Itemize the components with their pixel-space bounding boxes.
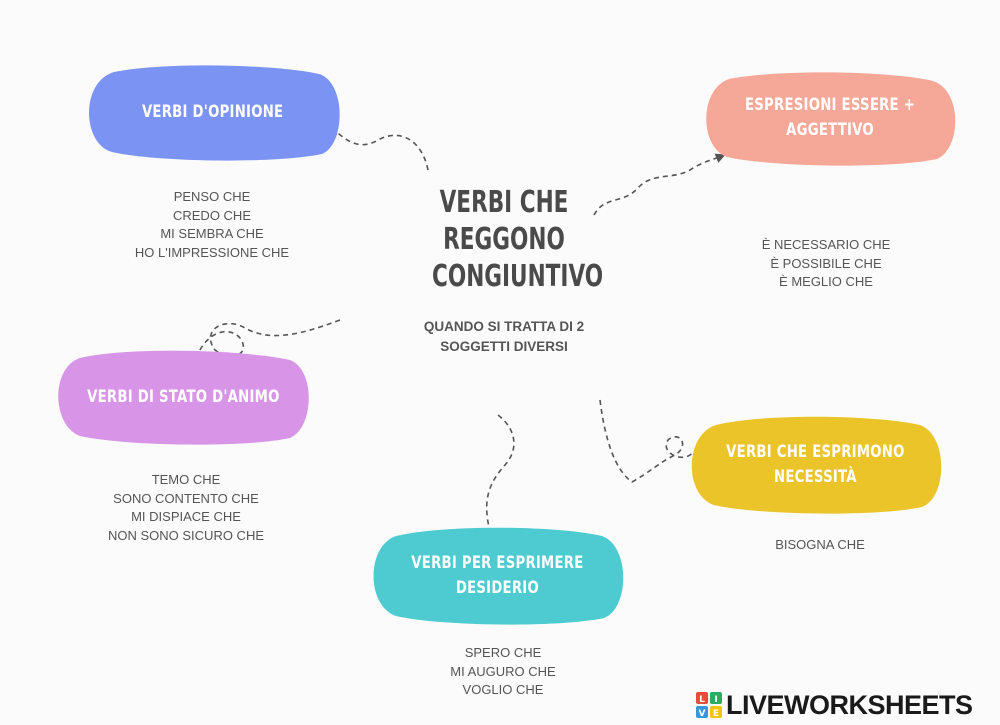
node-label-line: VERBI CHE ESPRIMONO (725, 442, 905, 462)
node-label: ESPRESIONI ESSERE + AGGETTIVO (745, 93, 915, 143)
center-subtitle: QUANDO SI TRATTA DI 2 SOGGETTI DIVERSI (394, 317, 614, 357)
node-label-line: NECESSITÀ (773, 467, 857, 487)
connector-necessita (599, 399, 726, 483)
center-subtitle-line: SOGGETTI DIVERSI (440, 339, 568, 354)
example-item: TEMO CHE (151, 472, 221, 487)
node-label-line: VERBI D'OPINIONE (142, 102, 284, 122)
node-label: VERBI DI STATO D'ANIMO (87, 385, 279, 410)
example-item: HO L'IMPRESSIONE CHE (134, 244, 290, 260)
example-item: SPERO CHE (464, 645, 542, 660)
blob-shape (373, 527, 624, 625)
svg-text:V: V (699, 709, 706, 718)
node-label-line: AGGETTIVO (786, 120, 874, 140)
node-label: VERBI CHE ESPRIMONO NECESSITÀ (726, 440, 904, 490)
svg-text:I: I (714, 695, 717, 705)
examples-desiderio: SPERO CHE MI AUGURO CHE VOGLIO CHE (403, 644, 603, 700)
node-label-line: VERBI PER ESPRIMERE (410, 553, 584, 573)
center-subtitle-line: QUANDO SI TRATTA DI 2 (423, 319, 585, 334)
center-title-line: CONGIUNTIVO (432, 259, 604, 294)
liveworksheets-logo: L I V E LIVEWORKSHEETS (696, 690, 973, 720)
node-label-line: DESIDERIO (455, 578, 539, 598)
node-label: VERBI D'OPINIONE (142, 100, 283, 125)
node-label: VERBI PER ESPRIMERE DESIDERIO (411, 551, 583, 601)
svg-text:E: E (713, 709, 719, 718)
center-title-line: REGGONO (443, 222, 565, 257)
examples-stato-animo: TEMO CHE SONO CONTENTO CHE MI DISPIACE C… (86, 471, 286, 545)
blob-shape (89, 65, 340, 161)
node-label-line: VERBI DI STATO D'ANIMO (86, 386, 280, 407)
example-item: MI AUGURO CHE (450, 663, 556, 679)
example-item: È NECESSARIO CHE (761, 237, 891, 252)
examples-essere-aggettivo: È NECESSARIO CHE È POSSIBILE CHE È MEGLI… (726, 236, 926, 292)
svg-text:L: L (699, 695, 705, 705)
example-item: È POSSIBILE CHE (770, 255, 882, 271)
node-opinione: VERBI D'OPINIONE (84, 64, 342, 161)
node-desiderio: VERBI PER ESPRIMERE DESIDERIO (368, 526, 626, 626)
node-essere-aggettivo: ESPRESIONI ESSERE + AGGETTIVO (701, 71, 959, 166)
example-item: CREDO CHE (172, 207, 251, 223)
node-stato-animo: VERBI DI STATO D'ANIMO (54, 348, 312, 446)
example-item: È MEGLIO CHE (779, 274, 873, 289)
example-item: SONO CONTENTO CHE (113, 490, 259, 506)
blob-shape (58, 350, 309, 445)
logo-text: LIVEWORKSHEETS (726, 690, 973, 720)
connector-desiderio (485, 414, 515, 542)
example-item: MI SEMBRA CHE (160, 226, 264, 241)
example-item: PENSO CHE (173, 189, 251, 204)
blob-shape (691, 416, 942, 514)
center-title-line: VERBI CHE (439, 185, 569, 220)
example-item: VOGLIO CHE (462, 682, 544, 697)
logo-tiles-icon: L I V E (696, 692, 722, 718)
node-necessita: VERBI CHE ESPRIMONO NECESSITÀ (686, 415, 944, 515)
examples-opinione: PENSO CHE CREDO CHE MI SEMBRA CHE HO L'I… (112, 188, 312, 262)
connector-stato-animo (188, 319, 341, 376)
node-label-line: ESPRESIONI ESSERE + (744, 95, 916, 115)
blob-shape (706, 72, 956, 166)
center-title: VERBI CHE REGGONO CONGIUNTIVO (432, 184, 604, 295)
example-item: NON SONO SICURO CHE (107, 527, 264, 543)
example-item: BISOGNA CHE (775, 537, 865, 552)
example-item: MI DISPIACE CHE (131, 509, 241, 524)
examples-necessita: BISOGNA CHE (720, 536, 920, 555)
connector-essere-aggettivo (593, 153, 726, 216)
